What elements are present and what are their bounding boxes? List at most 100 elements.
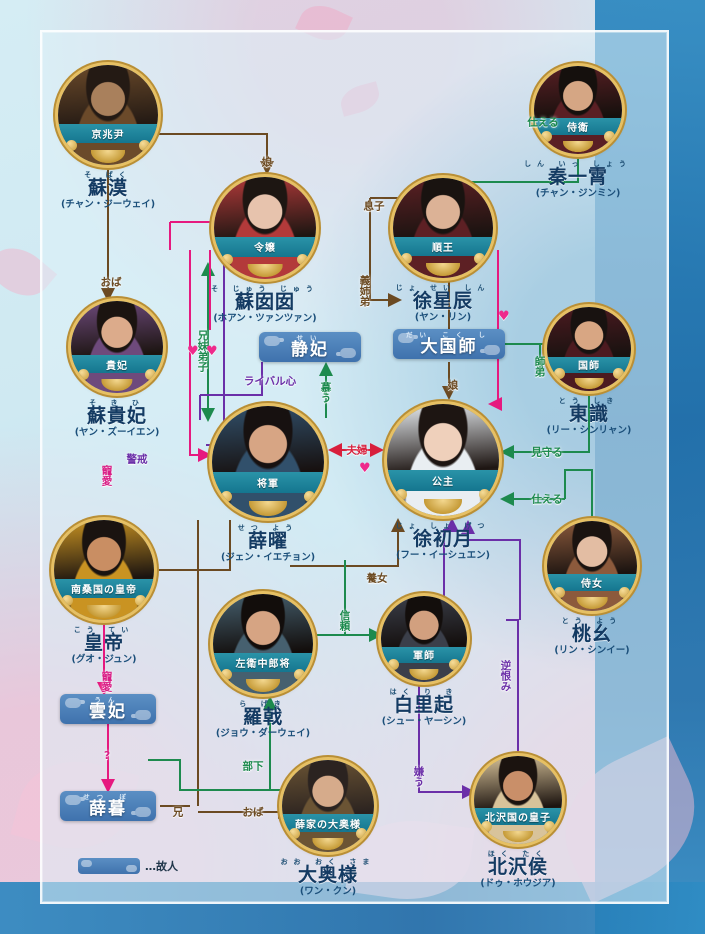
name-ruby-so_baku: そ ばく: [84, 171, 132, 179]
relation-label-shinrai: 信頼: [338, 610, 351, 631]
relation-label-chouai-1: 寵愛: [100, 465, 113, 486]
crest-icon: [574, 378, 604, 389]
ornament-icon: [289, 828, 301, 840]
name-kanji-setsu_yo: 薛曜: [247, 530, 288, 552]
actor-name-jo_shogetsu: (フー・イーシュエン): [396, 550, 490, 561]
crest-icon: [247, 263, 283, 277]
character-name-block-kitazawa: ほく たく北沢侯(ドゥ・ホウジア): [480, 850, 555, 890]
ornament-icon: [144, 369, 156, 381]
deceased-plaque-daikokushi[interactable]: だい こく し大国師: [393, 329, 505, 359]
deceased-name-setsubo: 薛暮: [88, 799, 127, 819]
relation-label-mimamoru: 見守る: [531, 446, 563, 459]
relation-label-ani: 兄: [172, 806, 184, 819]
role-plaque-jo_seishin: 順王: [393, 237, 493, 256]
character-name-block-jo_shogetsu: じょ しょ げつ徐初月(フー・イーシュエン): [396, 522, 491, 562]
ornament-icon: [541, 130, 553, 142]
ornament-icon: [294, 669, 305, 680]
name-kanji-so_baku: 蘇漠: [87, 177, 128, 199]
crest-icon: [312, 838, 344, 850]
character-name-block-so_junjun: そ じゅう じゅう蘇囡囡(ホアン・ツァンツァン): [211, 285, 319, 325]
ornament-icon: [304, 491, 316, 503]
crest-icon: [409, 668, 439, 680]
role-plaque-shin_issho: 侍衛: [534, 117, 622, 135]
portrait-jo_shogetsu[interactable]: 公主: [387, 404, 499, 516]
relation-label-fuufu: 夫婦: [346, 444, 368, 457]
ornament-icon: [543, 820, 555, 832]
character-name-block-to_shiki: とう しき東識(リー・シンリャン): [547, 397, 632, 437]
ornament-icon: [553, 368, 565, 380]
name-ruby-haku_riki: はく り き: [389, 688, 459, 696]
actor-name-shin_issho: (チャン・ジンミン): [535, 188, 621, 199]
portrait-so_kihi[interactable]: 貴妃: [71, 301, 163, 393]
portrait-jo_seishin[interactable]: 順王: [393, 178, 493, 278]
name-ruby-so_kihi: そ き ひ: [89, 399, 145, 407]
portrait-ra_geki[interactable]: 左衛中郎将: [213, 594, 313, 694]
portrait-haku_riki[interactable]: 軍師: [381, 596, 467, 682]
ornament-icon: [479, 489, 491, 501]
crest-icon: [423, 499, 463, 514]
role-plaque-label-so_baku: 京兆尹: [91, 130, 125, 141]
name-ruby-ra_geki: ら げき: [239, 700, 287, 708]
ornament-icon: [296, 253, 308, 265]
name-kanji-kotei: 皇帝: [83, 632, 124, 654]
relation-label-question-1: ?: [103, 750, 111, 762]
relation-label-shitau: 慕う: [319, 382, 332, 403]
deceased-plaque-text-unhi: うん雲妃: [89, 697, 127, 721]
portrait-so_baku[interactable]: 京兆尹: [58, 65, 158, 165]
ornament-icon: [613, 368, 625, 380]
character-name-block-kotei: こう てい皇帝(グオ・ジュン): [71, 626, 136, 666]
relation-label-gishitei: 義姉弟: [358, 275, 371, 307]
relation-label-musuko: 息子: [363, 200, 385, 213]
heart-icon-heart-kihi-a: ♥: [187, 344, 199, 359]
role-plaque-kotei: 南桑国の皇帝: [54, 579, 154, 598]
name-ruby-setsu_yo: せつ よう: [237, 524, 299, 532]
ornament-icon: [401, 253, 412, 264]
portrait-setsu_yo[interactable]: 将軍: [212, 406, 324, 518]
deceased-name-unhi: 雲妃: [89, 702, 127, 722]
character-name-block-so_baku: そ ばく蘇漠(チャン・ジーウェイ): [61, 171, 155, 211]
character-name-block-to_gen: とう よう桃幺(リン・シンイー): [554, 617, 629, 657]
portrait-so_junjun[interactable]: 令嬢: [214, 177, 316, 279]
role-plaque-setsu_yo: 将軍: [212, 472, 324, 494]
portrait-kotei[interactable]: 南桑国の皇帝: [54, 520, 154, 620]
actor-name-so_junjun: (ホアン・ツァンツァン): [213, 313, 317, 324]
deceased-plaque-seihi[interactable]: せい静妃: [259, 332, 361, 362]
ornament-icon: [66, 140, 77, 151]
ornament-icon: [474, 253, 485, 264]
deceased-plaque-unhi[interactable]: うん雲妃: [60, 694, 156, 724]
relation-label-chouai-2: 寵愛: [100, 671, 113, 692]
legend-cloud-swatch: [78, 858, 140, 874]
relation-label-buka: 部下: [242, 760, 264, 773]
actor-name-jo_seishin: (ヤン・リン): [414, 312, 472, 323]
crest-icon: [426, 263, 460, 276]
heart-icon-heart-kihi-b: ♥: [206, 344, 218, 359]
relation-label-gyakurami: 逆恨み: [499, 660, 512, 692]
character-name-block-ra_geki: ら げき羅戟(ジョウ・ダーウェイ): [216, 700, 310, 740]
crest-icon: [503, 830, 533, 842]
crest-icon: [101, 379, 133, 391]
name-ruby-so_junjun: そ じゅう じゅう: [211, 285, 319, 293]
name-kanji-so_junjun: 蘇囡囡: [234, 291, 295, 313]
actor-name-setsu_yo: (ジェン・イエチョン): [220, 552, 316, 563]
character-name-block-shin_issho: しん いっ しょう秦一霄(チャン・ジンミン): [524, 160, 632, 200]
portrait-oogata[interactable]: 薛家の大奥様: [282, 760, 374, 852]
portrait-to_shiki[interactable]: 国師: [547, 307, 631, 391]
actor-name-haku_riki: (シュー・ヤーシン): [381, 716, 467, 727]
crest-icon: [563, 140, 593, 152]
character-name-block-setsu_yo: せつ よう薛曜(ジェン・イエチョン): [221, 524, 315, 564]
deceased-plaque-setsubo[interactable]: せつ ぼ薛暮: [60, 791, 156, 821]
actor-name-to_gen: (リン・シンイー): [554, 645, 630, 656]
ornament-icon: [222, 253, 234, 265]
name-kanji-kitazawa: 北沢侯: [487, 856, 548, 878]
role-plaque-label-so_kihi: 貴妃: [106, 360, 128, 372]
deceased-ruby-setsubo: せつ ぼ: [83, 793, 133, 801]
character-name-block-oogata: おお おく さま大奥様(ワン・クン): [281, 858, 376, 898]
name-kanji-oogata: 大奥様: [297, 864, 358, 886]
crest-icon: [91, 150, 125, 163]
role-plaque-label-haku_riki: 軍師: [413, 651, 435, 663]
ornament-icon: [618, 587, 630, 599]
portrait-shin_issho[interactable]: 侍衛: [534, 66, 622, 154]
portrait-kitazawa[interactable]: 北沢国の皇子: [474, 756, 562, 844]
portrait-to_gen[interactable]: 侍女: [547, 521, 637, 611]
